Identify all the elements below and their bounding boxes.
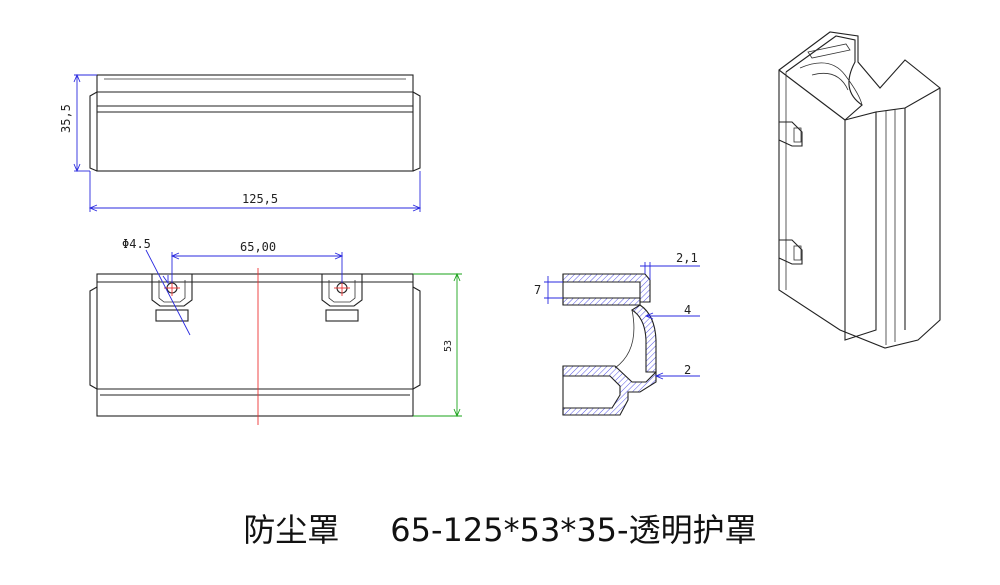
top-view (89, 268, 421, 425)
front-view (89, 74, 421, 172)
section-dim-low: 2 (654, 363, 700, 380)
dim-depth-label: 53 (443, 340, 454, 352)
dim-width-label: 125,5 (242, 192, 278, 206)
dimension-height: 35,5 (59, 73, 97, 173)
dimension-depth: 53 (413, 272, 462, 418)
dimension-hole-spacing: 65,00 (170, 240, 344, 283)
section-top-label: 2,1 (676, 251, 698, 265)
dimension-width: 125,5 (88, 171, 422, 212)
section-mid-label: 4 (684, 303, 691, 317)
section-view (562, 273, 657, 416)
dim-hole-label: Φ4.5 (122, 237, 151, 251)
section-low-label: 2 (684, 363, 691, 377)
section-dim-mid: 4 (644, 303, 700, 320)
dim-height-label: 35,5 (59, 104, 73, 133)
section-left-label: 7 (534, 283, 541, 297)
dim-spacing-label: 65,00 (240, 240, 276, 254)
isometric-view (778, 31, 941, 349)
dimension-hole-diameter: Φ4.5 (122, 237, 191, 336)
drawing-caption: 防尘罩 65-125*53*35-透明护罩 (243, 511, 757, 549)
section-dim-left: 7 (534, 276, 563, 304)
section-dim-top: 2,1 (640, 251, 700, 280)
